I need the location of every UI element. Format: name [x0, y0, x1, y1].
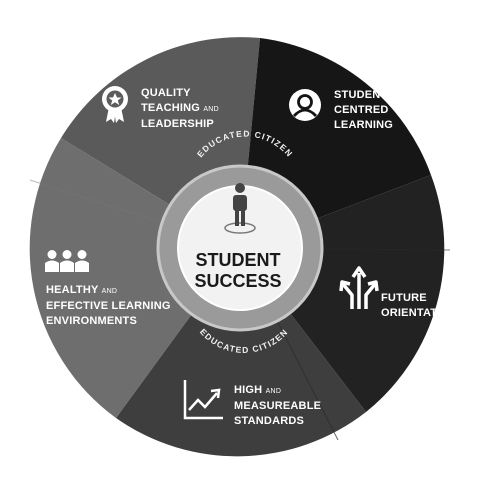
label-future-line1: FUTURE	[381, 292, 427, 304]
label-high-and: AND	[265, 388, 282, 395]
segment-healthy	[29, 138, 240, 418]
people-group-icon	[45, 250, 89, 272]
label-quality-line2: TEACHING	[141, 102, 201, 114]
trend-chart-icon	[183, 380, 223, 420]
segment-high	[116, 248, 366, 457]
label-student-centred-line3: LEARNING	[334, 119, 394, 131]
label-student-centred-line1: STUDENT	[334, 89, 388, 101]
label-healthy: HEALTHY AND EFFECTIVE LEARNING ENVIRONME…	[46, 283, 171, 329]
label-healthy-and: AND	[101, 288, 118, 295]
label-quality: QUALITY TEACHING AND LEADERSHIP	[141, 86, 219, 132]
label-high-line2: MEASUREABLE	[234, 400, 322, 412]
label-high-line3: STANDARDS	[234, 415, 305, 427]
center-title-line2: SUCCESS	[194, 271, 282, 291]
label-quality-and: AND	[203, 106, 219, 113]
label-healthy-line3: ENVIRONMENTS	[46, 315, 138, 327]
label-quality-line3: LEADERSHIP	[141, 118, 214, 130]
diverging-arrows-icon	[339, 266, 379, 309]
center-title-line1: STUDENT	[195, 250, 281, 270]
label-quality-line1: QUALITY	[141, 87, 191, 99]
center-title: STUDENT SUCCESS	[183, 250, 293, 292]
label-future-line2: ORIENTATION	[381, 307, 458, 319]
label-healthy-line1: HEALTHY	[46, 284, 99, 296]
label-student-centred: STUDENT CENTRED LEARNING	[334, 88, 393, 133]
label-healthy-line2: EFFECTIVE LEARNING	[46, 300, 171, 312]
label-high-line1: HIGH	[234, 384, 263, 396]
student-person-icon	[224, 183, 256, 234]
award-ribbon-icon	[102, 86, 128, 123]
label-future: FUTURE ORIENTATION	[381, 291, 457, 321]
label-student-centred-line2: CENTRED	[334, 104, 389, 116]
user-circle-icon	[289, 89, 321, 121]
label-high: HIGH AND MEASUREABLE STANDARDS	[234, 383, 321, 429]
